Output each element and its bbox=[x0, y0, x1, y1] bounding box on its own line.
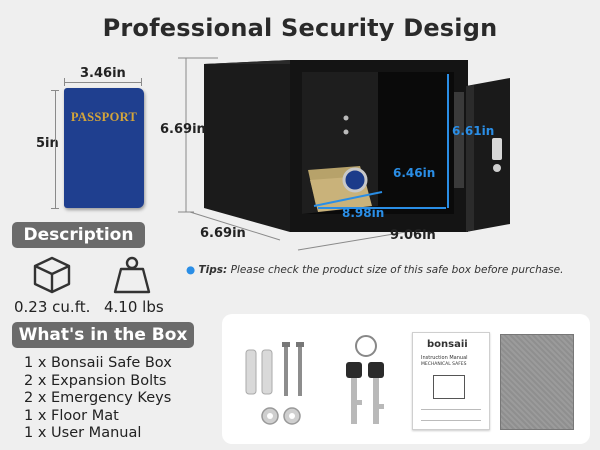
safe-width-label: 9.06in bbox=[390, 228, 436, 243]
tips-prefix: Tips: bbox=[198, 264, 228, 276]
passport-height-label: 5in bbox=[36, 136, 59, 151]
weight-value: 4.10 lbs bbox=[104, 298, 164, 316]
manual-safe-sketch bbox=[433, 375, 465, 399]
passport-booklet: PASSPORT bbox=[64, 88, 144, 208]
list-item: 1 x User Manual bbox=[24, 425, 142, 441]
floor-mat-image bbox=[500, 334, 574, 430]
accessories-panel: bonsaii Instruction Manual MECHANICAL SA… bbox=[222, 314, 590, 444]
list-item: 1 x Floor Mat bbox=[24, 407, 119, 424]
manual-title: Instruction Manual bbox=[421, 355, 468, 361]
passport-width-line bbox=[64, 82, 142, 83]
safe-illustration bbox=[178, 57, 510, 251]
expansion-bolts-image bbox=[245, 342, 304, 425]
weight-icon bbox=[113, 256, 151, 294]
tips-line: ● Tips: Please check the product size of… bbox=[186, 264, 596, 276]
list-item: 1 x Bonsaii Safe Box bbox=[24, 355, 172, 371]
user-manual-image: bonsaii Instruction Manual MECHANICAL SA… bbox=[412, 332, 490, 430]
list-item: 2 x Emergency Keys bbox=[24, 390, 172, 406]
safe-inner-width-label: 8.98in bbox=[342, 206, 385, 220]
safe-inner-depth-label: 6.46in bbox=[393, 166, 436, 180]
safe-inner-height-label: 6.61in bbox=[452, 124, 495, 138]
manual-brand: bonsaii bbox=[427, 339, 468, 350]
passport-label: PASSPORT bbox=[70, 110, 138, 124]
manual-text-lines bbox=[421, 409, 481, 421]
volume-value: 0.23 cu.ft. bbox=[14, 298, 91, 316]
tips-text: Please check the product size of this sa… bbox=[230, 264, 564, 276]
box-contents-list: 1 x Bonsaii Safe Box 2 x Expansion Bolts… bbox=[24, 355, 214, 443]
page-title: Professional Security Design bbox=[102, 14, 498, 42]
safe-height-label: 6.69in bbox=[160, 122, 206, 137]
list-item: 2 x Expansion Bolts bbox=[24, 372, 167, 389]
safe-depth-label: 6.69in bbox=[200, 226, 246, 241]
tips-bullet-icon: ● bbox=[186, 264, 196, 276]
passport-height-line bbox=[55, 90, 56, 208]
manual-subtitle: MECHANICAL SAFES bbox=[421, 362, 467, 367]
emergency-keys-image bbox=[346, 335, 384, 424]
whats-in-box-pill: What's in the Box bbox=[12, 322, 194, 348]
description-pill: Description bbox=[12, 222, 145, 248]
passport-dimension-group: 3.46in 5in bbox=[36, 62, 160, 222]
cube-icon bbox=[33, 256, 71, 294]
passport-width-label: 3.46in bbox=[80, 66, 126, 81]
